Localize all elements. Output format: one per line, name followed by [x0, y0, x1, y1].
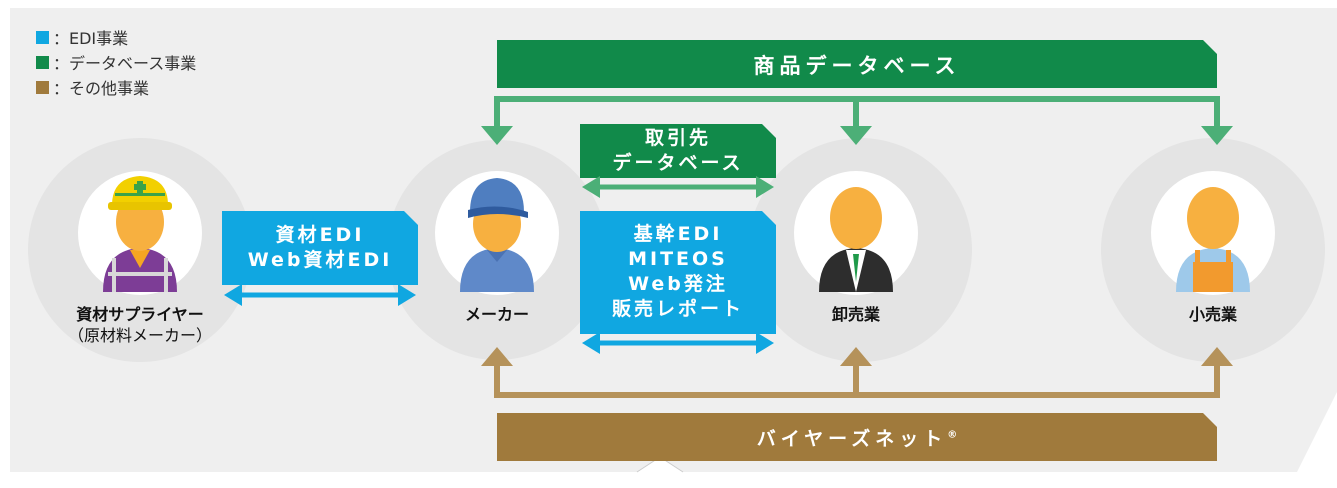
wholesaler-avatar-icon — [819, 187, 893, 292]
material-edi-line-1: 資材EDI — [275, 224, 365, 246]
supplier-label: 資材サプライヤー — [76, 305, 204, 324]
arrow-up-retailer — [1201, 347, 1233, 366]
arrow-up-maker — [481, 347, 513, 366]
arrow-down-maker — [481, 126, 513, 145]
material-edi-arrow — [224, 284, 416, 306]
arrow-down-wholesaler — [840, 126, 872, 145]
legend-swatch-other — [36, 80, 49, 94]
core-edi-line-4: 販売レポート — [611, 298, 744, 320]
buyers-net-banner — [497, 413, 1217, 461]
maker-label: メーカー — [464, 305, 529, 324]
core-edi-box — [580, 211, 776, 334]
arrow-down-retailer — [1201, 126, 1233, 145]
core-edi-line-2: MITEOS — [628, 248, 728, 270]
legend-item-other: ：その他事業 — [36, 76, 149, 98]
partner-db-box — [580, 124, 776, 178]
legend-item-edi: ：EDI事業 — [36, 26, 128, 48]
buyers-net-title-wrap: バイヤーズネット® — [497, 424, 1217, 451]
registered-mark: ® — [947, 429, 958, 441]
legend-item-database: ：データベース事業 — [36, 51, 196, 73]
material-edi-box — [222, 211, 418, 285]
product-db-banner — [497, 40, 1217, 88]
wholesaler-label: 卸売業 — [831, 305, 880, 324]
retailer-avatar-icon — [1176, 187, 1250, 292]
supplier-sublabel: （原材料メーカー） — [67, 326, 212, 345]
legend-swatch-database — [36, 55, 49, 69]
partner-db-line-1: 取引先 — [644, 127, 711, 149]
product-db-title: 商品データベース — [753, 54, 961, 78]
maker-avatar-icon — [460, 178, 534, 292]
legend-label-database: ：データベース事業 — [53, 54, 197, 73]
partner-db-arrow — [582, 176, 774, 198]
legend-label-edi: ：EDI事業 — [53, 29, 129, 48]
supplier-avatar-icon — [103, 176, 177, 292]
core-edi-line-3: Web発注 — [628, 273, 728, 295]
buyers-net-title: バイヤーズネット — [756, 428, 948, 450]
core-edi-arrow — [582, 332, 774, 354]
buyers-net-collection — [494, 362, 1220, 398]
arrow-up-wholesaler — [840, 347, 872, 366]
partner-db-line-2: データベース — [612, 152, 744, 174]
retailer-label: 小売業 — [1188, 305, 1237, 324]
material-edi-text: 資材EDI Web資材EDI — [222, 223, 418, 273]
core-edi-line-1: 基幹EDI — [633, 223, 723, 245]
partner-db-text: 取引先 データベース — [580, 126, 776, 176]
legend-label-other: ：その他事業 — [53, 79, 150, 98]
core-edi-text: 基幹EDI MITEOS Web発注 販売レポート — [580, 222, 776, 322]
legend-swatch-edi — [36, 30, 49, 44]
material-edi-line-2: Web資材EDI — [247, 249, 393, 271]
